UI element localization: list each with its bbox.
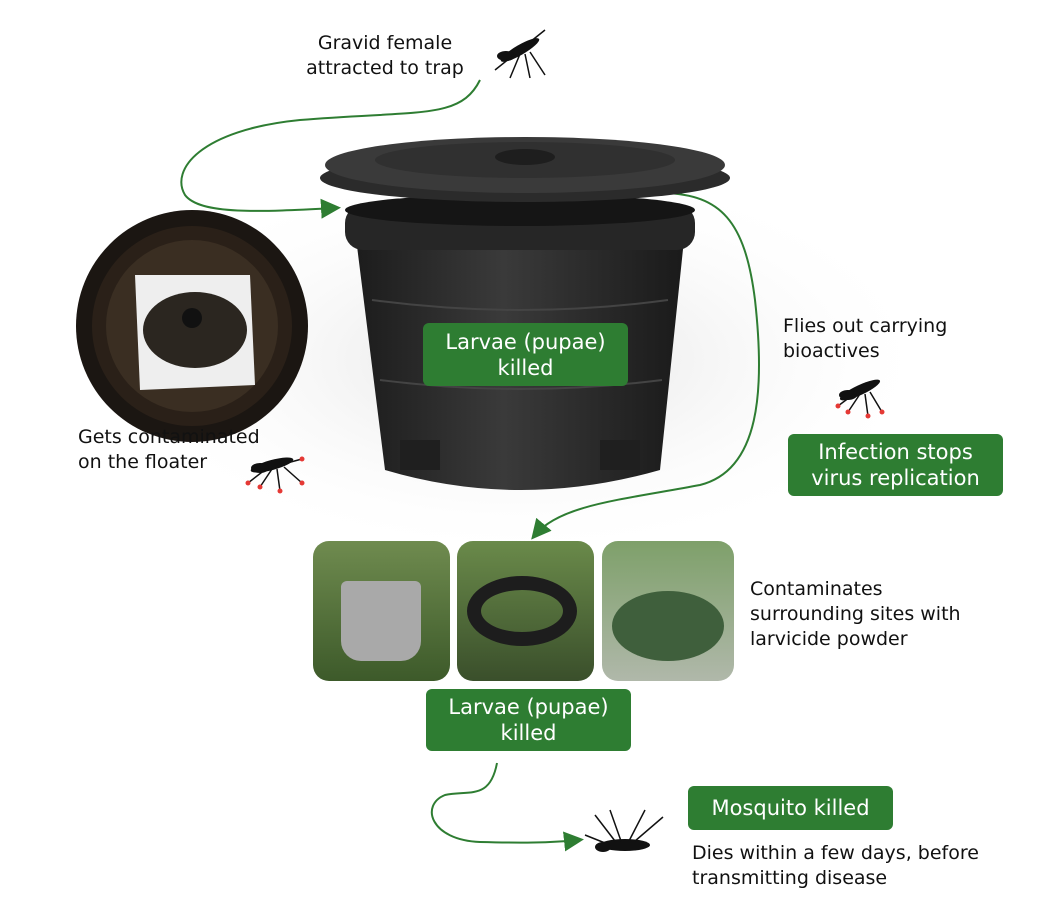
label-contaminates-sites: Contaminates surrounding sites with larv… — [750, 578, 961, 650]
label-flies-out: Flies out carrying bioactives — [783, 315, 948, 362]
arrow-flies-out — [531, 192, 761, 540]
mosquito-icon-carrying — [835, 379, 885, 419]
badge-mosquito-killed: Mosquito killed — [688, 786, 893, 830]
trap-lid — [320, 137, 730, 202]
mosquito-icon-gravid — [494, 29, 546, 79]
photo-water-tub — [602, 541, 734, 681]
photo-bucket — [313, 541, 450, 681]
label-gravid: Gravid female attracted to trap — [306, 32, 464, 79]
badge-infection-stops: Infection stops virus replication — [788, 434, 1003, 496]
floater-photo — [76, 210, 308, 442]
mosquito-icon-dead — [584, 809, 664, 852]
arrow-attracted — [180, 79, 481, 219]
photo-tires — [457, 541, 594, 681]
label-contaminated: Gets contaminated on the floater — [78, 426, 260, 473]
badge-larvae-killed-sites: Larvae (pupae) killed — [426, 689, 631, 751]
arrow-dies — [430, 762, 584, 852]
label-dies: Dies within a few days, before transmitt… — [692, 842, 979, 889]
badge-larvae-killed-trap: Larvae (pupae) killed — [423, 323, 628, 386]
mosquito-icon-contaminated — [245, 456, 305, 494]
